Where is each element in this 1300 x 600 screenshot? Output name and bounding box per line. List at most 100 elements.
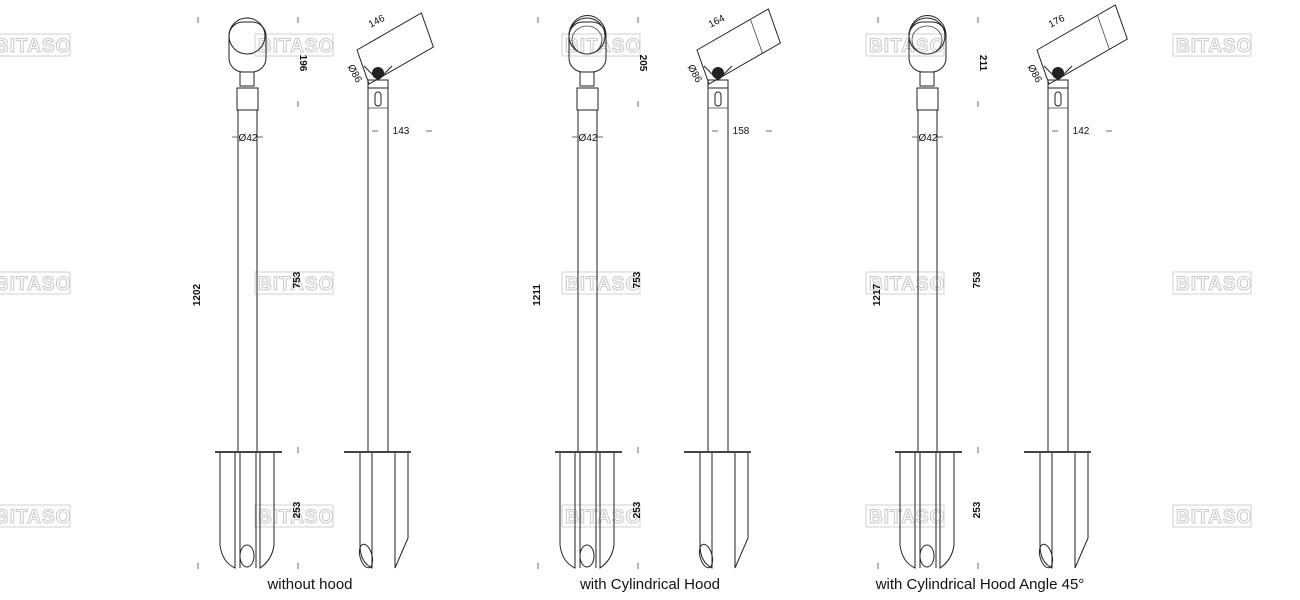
watermark-text: BITASO — [869, 36, 945, 57]
flange — [895, 451, 962, 453]
side-yoke — [1047, 79, 1069, 88]
head-length-label: 146 — [367, 13, 387, 31]
side-flange — [684, 451, 751, 453]
watermark-logo: BITASO — [1172, 33, 1252, 58]
watermark-frame — [254, 504, 334, 528]
pole-height-label: 753 — [632, 271, 643, 288]
watermark-text: BITASO — [565, 36, 641, 57]
watermark-frame — [254, 271, 334, 295]
watermark-logo: BITASO — [0, 33, 71, 58]
pivot-knob — [712, 67, 724, 79]
watermark-logo: BITASO — [865, 504, 945, 529]
watermark-text: BITASO — [565, 507, 641, 528]
side-offset-label: 142 — [1073, 126, 1090, 137]
stake-middle — [579, 453, 597, 568]
stake-right — [259, 453, 275, 569]
watermark-logo: BITASO — [0, 504, 71, 529]
side-slot — [714, 91, 722, 107]
pivot-knob — [372, 67, 384, 79]
stake-left — [219, 453, 236, 569]
watermark-text: BITASO — [0, 507, 71, 528]
pivot-knob — [1052, 67, 1064, 79]
stake-height-label: 253 — [292, 501, 303, 518]
watermark-frame — [0, 33, 71, 57]
watermark-text: BITASO — [258, 507, 334, 528]
watermark-text: BITASO — [1176, 507, 1252, 528]
joint — [579, 71, 595, 87]
side-flange — [344, 451, 411, 453]
joint — [239, 71, 255, 87]
variant-caption: with Cylindrical Hood Angle 45° — [875, 576, 1085, 593]
stake-middle — [239, 453, 257, 568]
side-head-body — [1036, 4, 1128, 85]
hood-rim — [908, 14, 947, 37]
side-stake-hole — [1038, 543, 1054, 569]
side-head-body — [696, 8, 781, 85]
watermark-frame — [1172, 33, 1252, 57]
pole-diameter-label: Ø42 — [239, 133, 258, 144]
side-yoke — [707, 79, 729, 88]
total-height-label: 1217 — [872, 283, 883, 306]
variant-caption: with Cylindrical Hood — [579, 576, 720, 593]
side-stake-hole — [358, 543, 374, 569]
side-flange — [1024, 451, 1091, 453]
hood-line — [1096, 14, 1110, 50]
side-stake-left — [699, 453, 713, 569]
side-yoke — [367, 79, 389, 88]
watermark-logo: BITASO — [561, 271, 641, 296]
side-slot — [374, 91, 382, 107]
pole-diameter-label: Ø42 — [579, 133, 598, 144]
side-stake-left — [1039, 453, 1053, 569]
head-lens — [228, 17, 266, 55]
stake-left — [559, 453, 576, 569]
pole-diameter-label: Ø42 — [919, 133, 938, 144]
head-length-label: 164 — [707, 13, 727, 31]
head-length-label: 176 — [1047, 13, 1067, 31]
watermark-logo: BITASO — [1172, 271, 1252, 296]
watermark-text: BITASO — [258, 274, 334, 295]
collar — [916, 87, 939, 111]
watermark-logo: BITASO — [254, 271, 334, 296]
head-diameter-label: Ø86 — [1025, 63, 1044, 85]
watermark-text: BITASO — [0, 36, 71, 57]
watermark-frame — [0, 504, 71, 528]
watermark-frame — [561, 504, 641, 528]
side-stake-hole — [698, 543, 714, 569]
watermark-logo: BITASO — [865, 271, 945, 296]
watermark-text: BITASO — [1176, 274, 1252, 295]
hood-rim — [568, 14, 607, 37]
pole-height-label: 753 — [292, 271, 303, 288]
head-diameter-label: Ø86 — [345, 63, 364, 85]
side-bracket — [1043, 65, 1073, 81]
watermark-frame — [1172, 271, 1252, 295]
side-stake-right — [734, 453, 749, 569]
watermark-logo: BITASO — [865, 33, 945, 58]
head-height-label: 196 — [297, 55, 308, 72]
hood-line — [749, 18, 763, 54]
watermark-text: BITASO — [869, 507, 945, 528]
watermark-logo: BITASO — [1172, 504, 1252, 529]
stake-hole — [579, 544, 595, 568]
pole-height-label: 753 — [972, 271, 983, 288]
side-pole — [367, 87, 389, 453]
total-height-label: 1211 — [532, 284, 543, 306]
head-diameter-label: Ø86 — [685, 63, 704, 85]
side-bracket — [703, 65, 733, 81]
variant-caption: without hood — [266, 576, 352, 593]
side-bracket — [363, 65, 393, 81]
watermark-text: BITASO — [1176, 36, 1252, 57]
watermark-logo: BITASO — [0, 271, 71, 296]
flange — [215, 451, 282, 453]
side-head-body — [356, 12, 434, 85]
stake-hole — [239, 544, 255, 568]
front-view: Ø42 — [895, 14, 962, 569]
hood-inner — [571, 25, 603, 55]
stake-height-label: 253 — [632, 501, 643, 518]
watermark-text: BITASO — [0, 274, 71, 295]
stake-height-label: 253 — [972, 501, 983, 518]
side-offset-label: 158 — [733, 126, 750, 137]
